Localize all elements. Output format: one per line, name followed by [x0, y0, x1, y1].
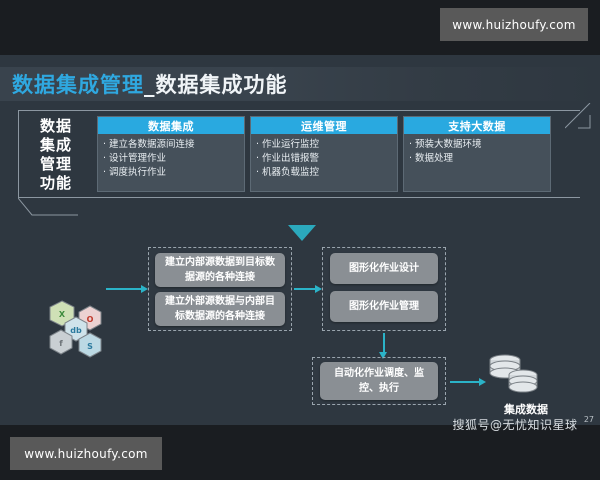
arrow-automation-to-database-head-icon: [479, 378, 486, 386]
group-graphical-jobs: [322, 247, 446, 331]
group-connections: [148, 247, 292, 331]
feature-card-item: 设计管理作业: [103, 152, 239, 166]
slide-canvas: 数据集成管理_数据集成功能 数据 集成 管理 功能 数据集成 建立各数据源间连接…: [0, 55, 600, 432]
bracket-notch-icon: [18, 198, 78, 216]
arrow-connect-to-design: [294, 288, 316, 290]
side-label-line-1: 数据: [39, 117, 72, 135]
svg-text:S: S: [87, 342, 93, 351]
arrow-design-to-automation: [383, 333, 385, 353]
arrow-automation-to-database: [450, 381, 480, 383]
svg-text:X: X: [59, 310, 66, 319]
page-title-primary: 数据集成管理: [12, 73, 144, 97]
feature-card-body: 作业运行监控 作业出错报警 机器负载监控: [251, 134, 397, 180]
sohu-watermark: 搜狐号@无忧知识星球: [452, 418, 578, 432]
database-stack-icon: [484, 353, 540, 397]
feature-card-item: 数据处理: [409, 152, 545, 166]
feature-card-title: 数据集成: [98, 117, 244, 134]
arrow-source-to-connect-head-icon: [141, 285, 148, 293]
top-watermark: www.huizhoufy.com: [440, 8, 588, 41]
feature-card-item: 作业运行监控: [256, 138, 392, 152]
arrow-connect-to-design-head-icon: [315, 285, 322, 293]
arrow-source-to-connect: [106, 288, 142, 290]
page-title: 数据集成管理_数据集成功能: [12, 69, 288, 99]
node-graphical-job-management[interactable]: 图形化作业管理: [330, 291, 438, 322]
flow-diagram: X O db f S 建立内部源数据到目标数据源的各种连接 建立外部源数据与内部…: [0, 225, 600, 432]
database-label: 集成数据: [504, 403, 548, 416]
node-automation-scheduling[interactable]: 自动化作业调度、监控、执行: [320, 362, 438, 400]
side-label-line-2: 集成: [39, 136, 72, 154]
feature-card-item: 建立各数据源间连接: [103, 138, 239, 152]
feature-panel-bracket: [18, 110, 580, 198]
feature-card-item: 机器负载监控: [256, 166, 392, 180]
feature-card-title: 支持大数据: [404, 117, 550, 134]
svg-text:db: db: [70, 326, 82, 335]
top-watermark-text: www.huizhoufy.com: [452, 17, 576, 32]
svg-text:f: f: [59, 339, 63, 348]
feature-card-body: 预装大数据环境 数据处理: [404, 134, 550, 166]
feature-card-body: 建立各数据源间连接 设计管理作业 调度执行作业: [98, 134, 244, 180]
feature-card-item: 调度执行作业: [103, 166, 239, 180]
data-source-hex-cluster-icon: X O db f S: [46, 297, 108, 359]
feature-card-item: 作业出错报警: [256, 152, 392, 166]
feature-card-title: 运维管理: [251, 117, 397, 134]
bottom-watermark-text: www.huizhoufy.com: [24, 446, 148, 461]
feature-card-operations[interactable]: 运维管理 作业运行监控 作业出错报警 机器负载监控: [250, 116, 398, 192]
feature-card-data-integration[interactable]: 数据集成 建立各数据源间连接 设计管理作业 调度执行作业: [97, 116, 245, 192]
side-label-line-4: 功能: [39, 174, 72, 192]
side-label: 数据 集成 管理 功能: [28, 111, 84, 199]
node-external-connections[interactable]: 建立外部源数据与内部目标数据源的各种连接: [155, 292, 285, 326]
downward-triangle-icon: [288, 225, 316, 241]
arrow-design-to-automation-head-icon: [379, 352, 387, 359]
page-title-secondary: _数据集成功能: [144, 73, 288, 97]
side-label-line-3: 管理: [39, 155, 72, 173]
page-number: 27: [583, 415, 594, 424]
bracket-corner-icon: [564, 102, 591, 129]
title-band: [0, 67, 600, 101]
svg-text:O: O: [87, 315, 94, 324]
node-graphical-job-design[interactable]: 图形化作业设计: [330, 253, 438, 284]
bottom-watermark: www.huizhoufy.com: [10, 437, 162, 470]
feature-card-bigdata[interactable]: 支持大数据 预装大数据环境 数据处理: [403, 116, 551, 192]
feature-card-item: 预装大数据环境: [409, 138, 545, 152]
node-internal-connections[interactable]: 建立内部源数据到目标数据源的各种连接: [155, 253, 285, 287]
group-automation: [312, 357, 446, 405]
